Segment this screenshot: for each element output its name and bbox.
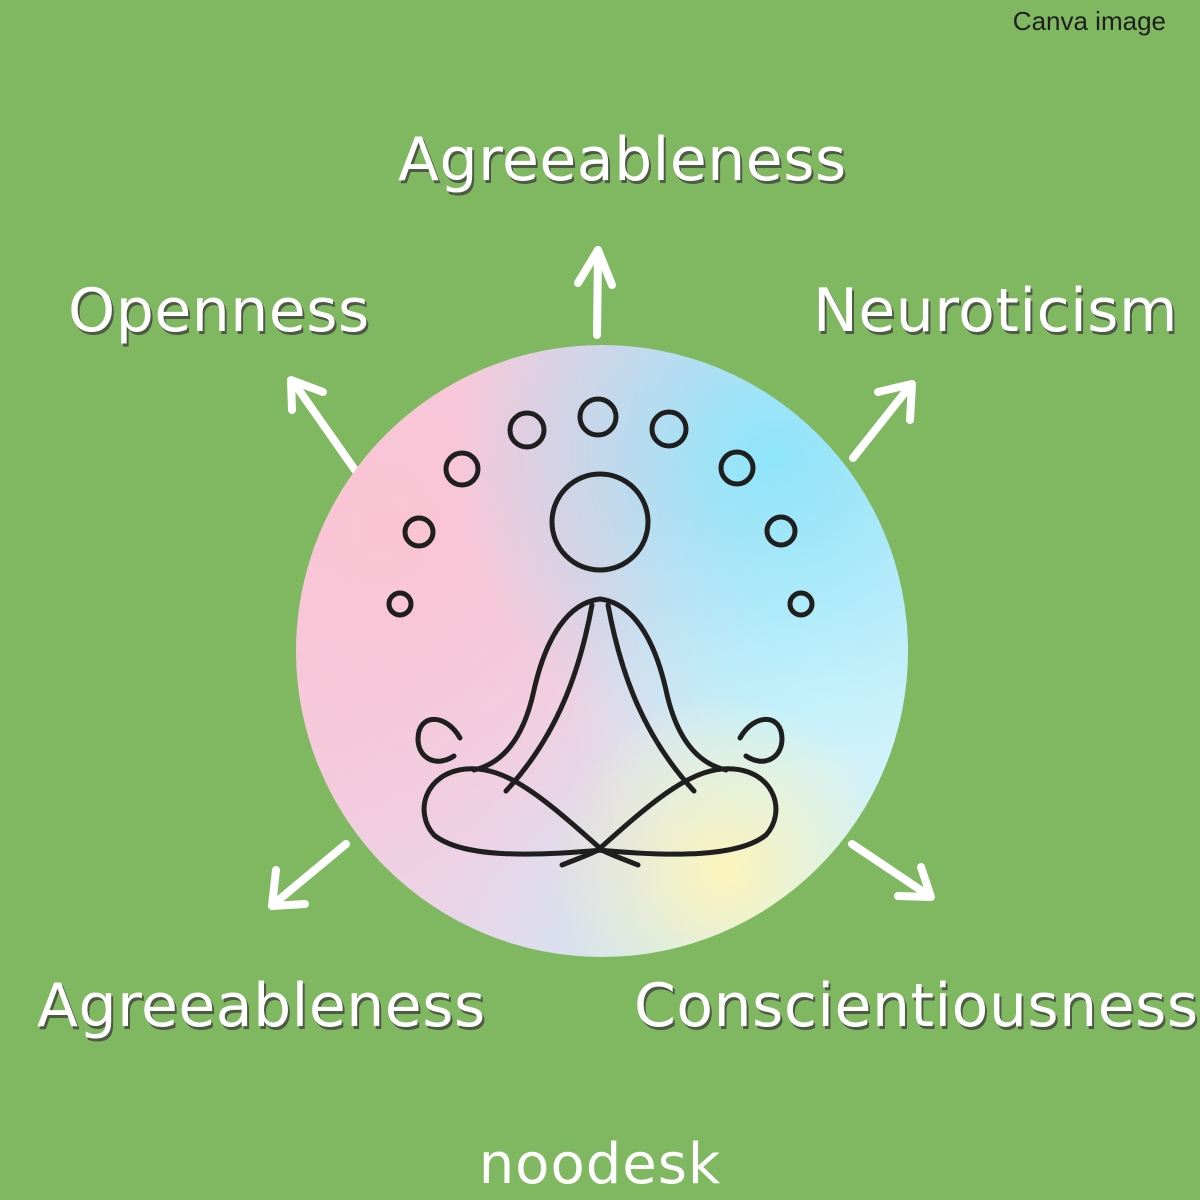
trait-label-neuroticism: Neuroticism	[813, 276, 1178, 346]
trait-label-openness: Openness	[68, 276, 370, 346]
image-credit: Canva image	[1012, 6, 1166, 36]
gradient-orb	[296, 345, 908, 957]
arrow-icon-down-left	[268, 840, 350, 910]
arrow-icon-up-right	[849, 380, 916, 462]
trait-label-bottom-left: Agreeableness	[37, 971, 486, 1041]
arrow-icon-up	[574, 246, 616, 339]
brand-name: noodesk	[478, 1132, 722, 1197]
arrow-icon-down-right	[848, 840, 935, 901]
meditation-figure-icon	[386, 396, 815, 868]
trait-label-conscientiousness: Conscientiousness	[634, 971, 1199, 1041]
arrow-icon-up-left	[287, 376, 359, 474]
trait-label-top: Agreeableness	[398, 125, 847, 195]
